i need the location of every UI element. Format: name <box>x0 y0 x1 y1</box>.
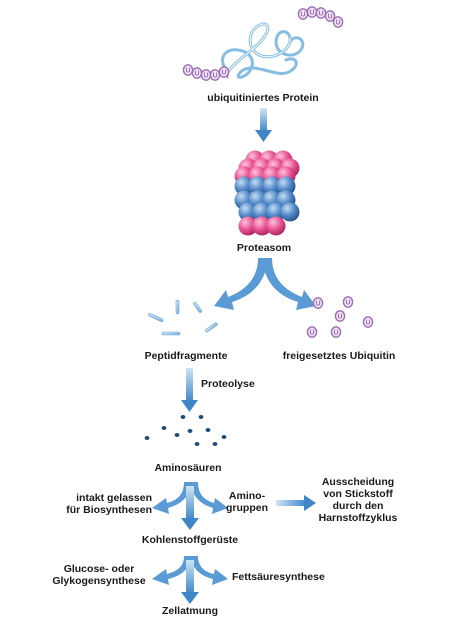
amino-acid-dot <box>221 435 227 439</box>
arrow-to-peptide-fragments <box>214 258 268 310</box>
svg-text:U: U <box>345 300 350 307</box>
proteasome-subunit <box>252 202 272 222</box>
label-nitrogen-excretion: Ausscheidung von Stickstoff durch den Ha… <box>318 476 398 524</box>
svg-text:U: U <box>194 71 199 78</box>
proteasome-subunit <box>266 216 286 236</box>
ubiquitin-icon: U <box>324 10 336 22</box>
proteasome-subunit <box>248 176 268 196</box>
svg-text:U: U <box>203 73 208 80</box>
svg-text:U: U <box>221 70 226 77</box>
proteasome-subunit <box>266 202 286 222</box>
arrow-to-intact-biosynthesis <box>152 482 192 514</box>
fragment <box>148 312 164 323</box>
svg-text:U: U <box>212 73 217 80</box>
svg-text:U: U <box>318 11 323 18</box>
amino-acids-illustration <box>144 415 227 446</box>
ubiquitin-icon: U <box>312 297 324 309</box>
amino-acid-dot <box>194 442 200 446</box>
label-fatty-acid-synthesis: Fettsäuresynthese <box>232 571 325 583</box>
ubiquitinated-protein-illustration <box>221 22 305 79</box>
amino-acid-dot <box>144 436 150 440</box>
protein-strand-inner <box>227 23 291 73</box>
label-cell-respiration: Zellatmung <box>161 605 219 617</box>
label-ubiquitinated-protein: ubiquitiniertes Protein <box>207 92 319 104</box>
proteasome-subunit <box>238 202 258 222</box>
ubiquitin-icon: U <box>218 66 230 78</box>
ubiquitin-icon: U <box>200 69 212 81</box>
amino-acid-dot <box>161 426 167 430</box>
ubiquitin-icon: U <box>182 64 194 76</box>
amino-acid-dot <box>174 433 180 437</box>
label-peptide-fragments: Peptidfragmente <box>144 350 228 362</box>
ubiquitin-icon: U <box>306 6 318 18</box>
fragment <box>193 301 202 313</box>
proteasome-illustration <box>234 150 300 236</box>
ubiquitin-icon: U <box>191 67 203 79</box>
arrow-to-glucose-synthesis <box>152 556 192 585</box>
ubiquitin-icon: U <box>334 310 346 322</box>
arrow-to-cell-respiration-shaft <box>186 560 194 594</box>
proteasome-subunit <box>276 176 296 196</box>
ubiquitin-icon: U <box>332 16 344 28</box>
split-arrows-amino-acids <box>152 482 228 530</box>
amino-acid-dot <box>187 429 193 433</box>
svg-text:U: U <box>309 10 314 17</box>
ubiquitin-icon: U <box>297 8 309 20</box>
proteasome-subunit <box>262 176 282 196</box>
fragment <box>175 299 180 315</box>
label-carbon-skeletons: Kohlenstoffgerüste <box>141 534 239 546</box>
label-amino-acids: Aminosäuren <box>154 462 222 474</box>
ubiquitin-icon: U <box>306 326 318 338</box>
split-arrows-proteasome <box>214 258 316 310</box>
fragment <box>161 331 181 336</box>
proteasome-subunit <box>280 202 300 222</box>
label-released-ubiquitin: freigesetztes Ubiquitin <box>282 350 396 362</box>
ubiquitin-icon: U <box>362 316 374 328</box>
arrow-proteolysis <box>181 368 198 412</box>
split-arrows-carbon-skeletons <box>152 556 228 604</box>
protein-strand-loop <box>221 48 298 79</box>
proteasome-subunit <box>238 216 258 236</box>
svg-text:U: U <box>327 14 332 21</box>
svg-text:U: U <box>335 20 340 27</box>
amino-acid-dot <box>205 428 211 432</box>
label-proteolysis: Proteolyse <box>201 378 255 390</box>
ubiquitin-icon: U <box>330 326 342 338</box>
label-intact-biosynthesis: intakt gelassen für Biosynthesen <box>66 492 152 516</box>
label-proteasome: Proteasom <box>236 242 292 254</box>
fragment <box>204 322 218 333</box>
proteasome-subunit <box>234 176 254 196</box>
arrow-to-nitrogen-excretion <box>276 495 316 511</box>
label-glucose-glycogen-synthesis: Glucose- oder Glykogensynthese <box>52 563 146 587</box>
arrow-to-carbon-skeletons-head <box>181 518 199 530</box>
arrow-to-ubiquitin <box>262 258 316 310</box>
peptide-fragments-illustration <box>148 299 218 336</box>
amino-acid-dot <box>180 415 186 419</box>
svg-text:U: U <box>315 301 320 308</box>
svg-text:U: U <box>337 314 342 321</box>
arrow-to-fatty-acid-synthesis <box>190 556 228 585</box>
amino-acid-dot <box>198 415 204 419</box>
arrow-to-cell-respiration-head <box>181 592 199 604</box>
protein-strand <box>226 22 305 74</box>
svg-text:U: U <box>333 330 338 337</box>
svg-text:U: U <box>185 68 190 75</box>
svg-text:U: U <box>300 12 305 19</box>
arrow-to-amino-groups <box>190 482 228 514</box>
ubiquitin-icon: U <box>342 296 354 308</box>
ubiquitin-icon: U <box>209 69 221 81</box>
svg-text:U: U <box>365 320 370 327</box>
amino-acid-dot <box>212 442 218 446</box>
svg-text:U: U <box>309 330 314 337</box>
arrow-to-carbon-skeletons-shaft <box>186 486 194 520</box>
proteasome-subunit <box>252 216 272 236</box>
label-amino-groups: Amino- gruppen <box>226 490 268 514</box>
arrow-to-proteasome <box>255 108 272 142</box>
ubiquitin-icon: U <box>315 7 327 19</box>
